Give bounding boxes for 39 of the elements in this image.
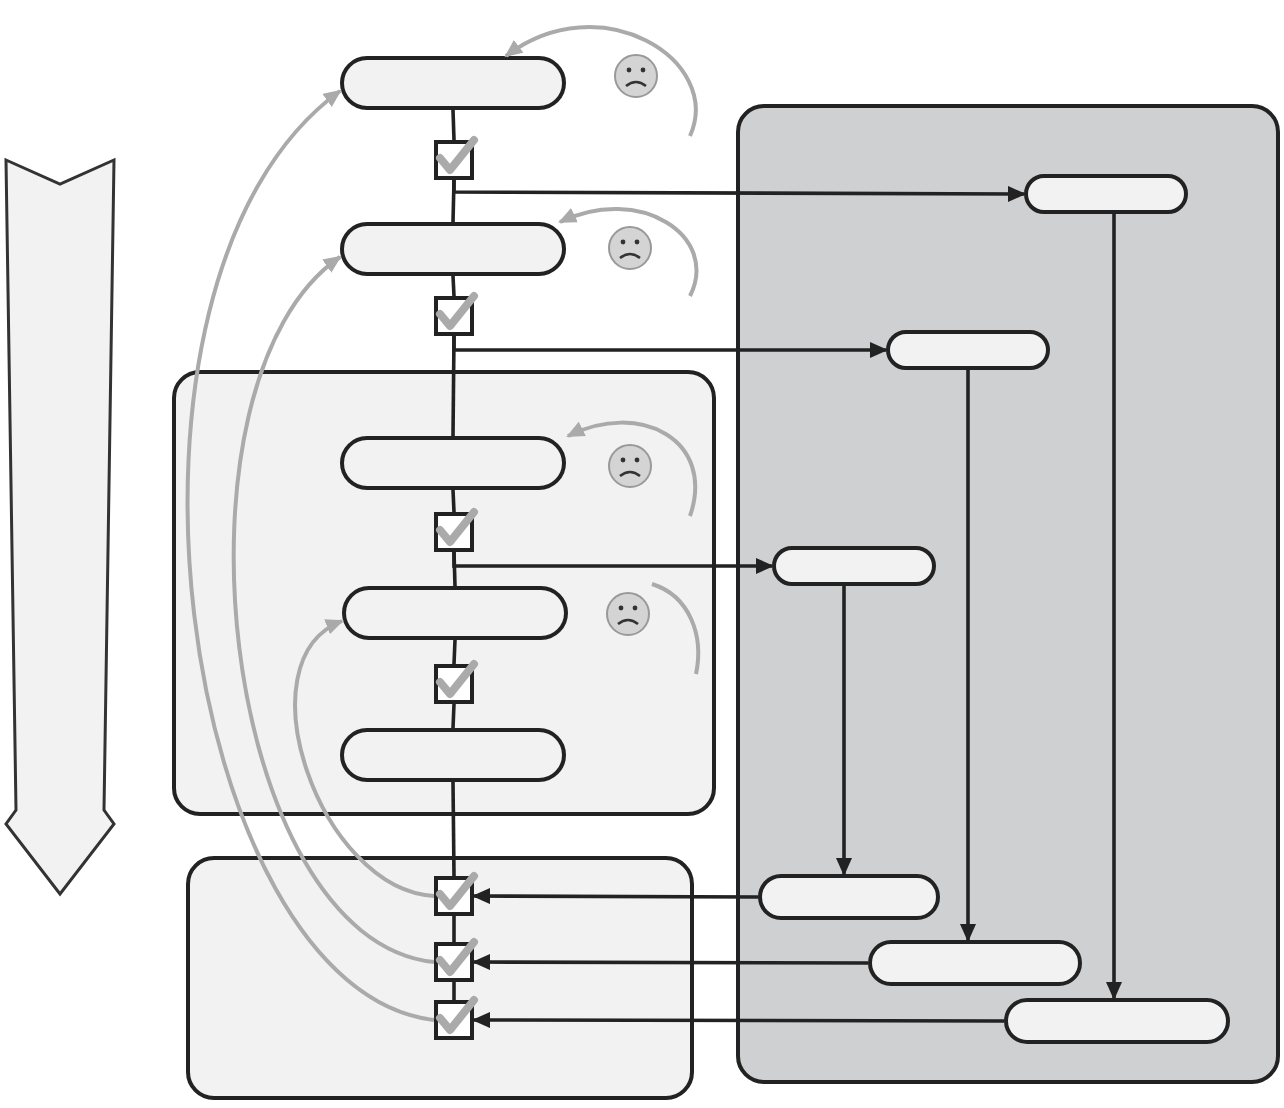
arrow bbox=[452, 180, 1026, 202]
checkpoint-box bbox=[434, 140, 474, 180]
process-pill bbox=[340, 56, 566, 110]
process-pill bbox=[1004, 998, 1230, 1044]
process-pill bbox=[340, 222, 566, 276]
process-pill bbox=[342, 586, 568, 640]
feedback-arrow bbox=[504, 25, 698, 137]
group-panel bbox=[172, 370, 716, 816]
arrow bbox=[452, 552, 774, 574]
connector-line bbox=[452, 639, 457, 665]
process-pill bbox=[868, 940, 1082, 986]
connector-line bbox=[451, 489, 456, 513]
connector-line bbox=[451, 782, 456, 876]
feedback-arrow bbox=[558, 207, 699, 297]
feedback-arrow bbox=[185, 89, 435, 1022]
connector-line bbox=[452, 982, 456, 1000]
group-panel bbox=[736, 104, 1280, 1084]
connector-line bbox=[451, 109, 456, 141]
arrow bbox=[472, 888, 758, 905]
connector-line bbox=[451, 275, 456, 297]
process-pill bbox=[340, 436, 566, 490]
process-pill bbox=[772, 546, 936, 586]
process-pill bbox=[886, 330, 1050, 370]
arrow bbox=[960, 370, 976, 942]
process-pill bbox=[340, 728, 566, 782]
group-panel bbox=[186, 856, 694, 1100]
arrow bbox=[472, 1012, 1004, 1029]
arrow bbox=[472, 954, 868, 971]
feedback-arrow bbox=[293, 619, 435, 898]
process-pill bbox=[1024, 174, 1188, 214]
arrow bbox=[1106, 214, 1122, 1000]
feedback-arrow bbox=[232, 255, 435, 964]
feedback-arrow bbox=[566, 420, 697, 517]
connector-line bbox=[451, 703, 456, 729]
arrow bbox=[836, 586, 852, 876]
connector-line bbox=[452, 916, 456, 942]
process-pill bbox=[758, 874, 940, 920]
checkpoint-box bbox=[434, 876, 474, 916]
arrow bbox=[452, 336, 888, 358]
